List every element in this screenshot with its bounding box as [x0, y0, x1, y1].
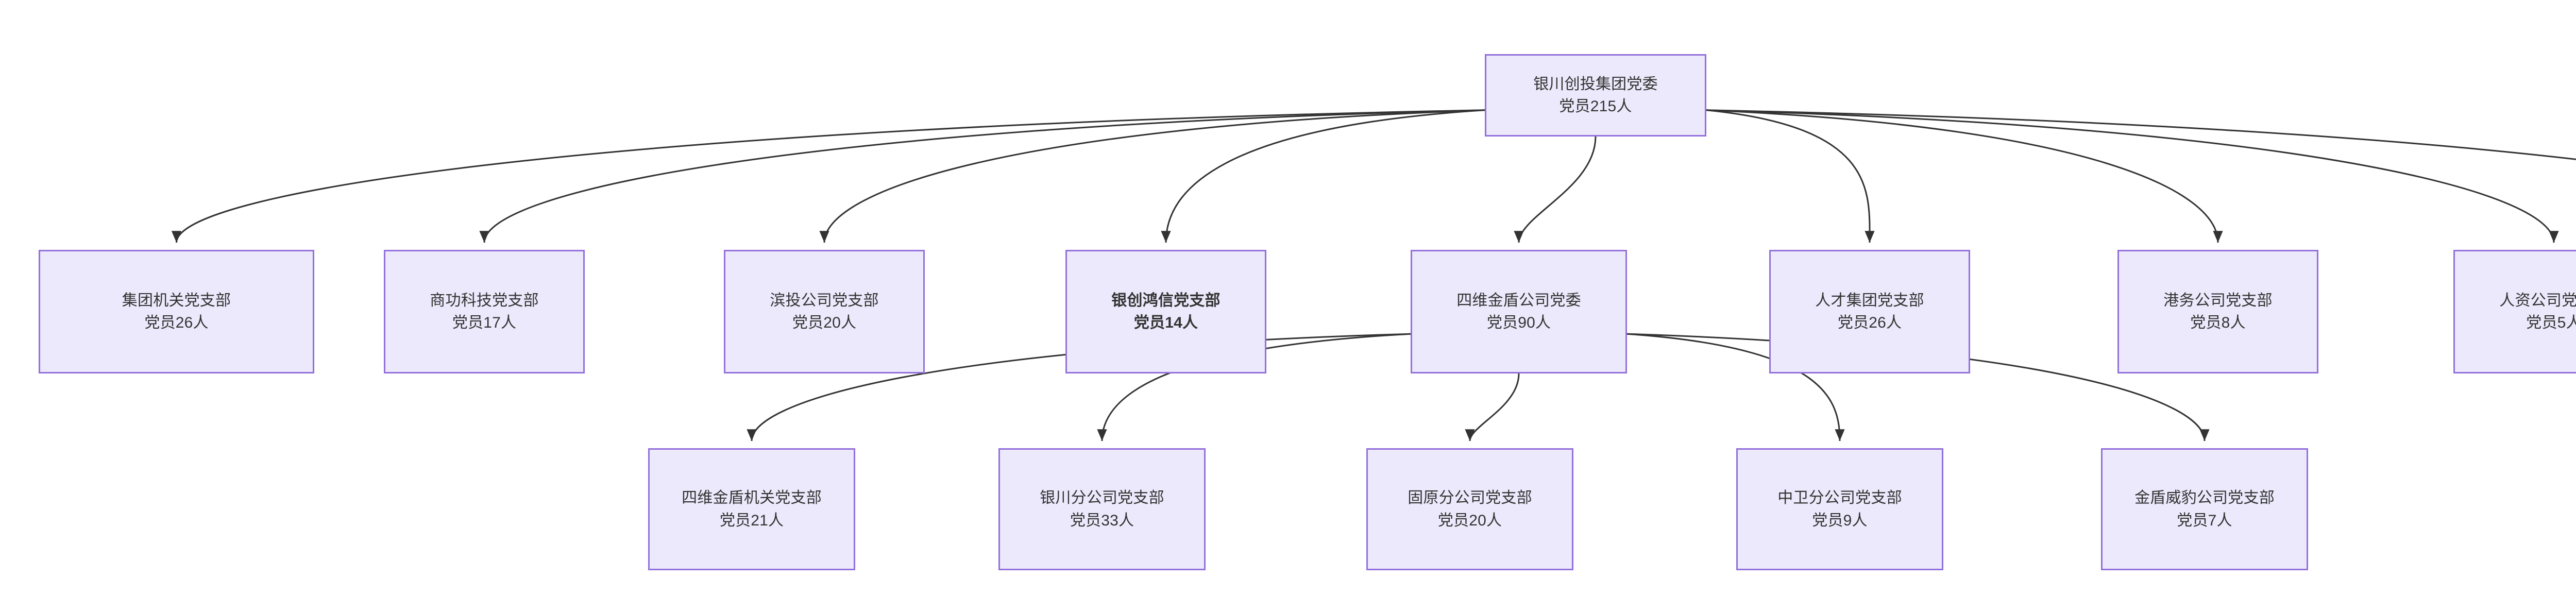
org-node-n1[interactable]: 集团机关党支部党员26人 — [39, 250, 314, 373]
org-node-m5[interactable]: 金盾威豹公司党支部党员7人 — [2101, 448, 2308, 570]
org-node-member-count: 党员14人 — [1133, 314, 1198, 331]
org-node-member-count: 党员7人 — [2177, 512, 2232, 529]
org-node-member-count: 党员215人 — [1559, 98, 1632, 115]
org-node-title: 银川分公司党支部 — [1040, 489, 1164, 506]
org-node-n3[interactable]: 滨投公司党支部党员20人 — [724, 250, 925, 373]
org-node-n2[interactable]: 商功科技党支部党员17人 — [384, 250, 585, 373]
org-node-root[interactable]: 银川创投集团党委党员215人 — [1485, 54, 1706, 137]
org-node-m3[interactable]: 固原分公司党支部党员20人 — [1366, 448, 1573, 570]
org-node-title: 滨投公司党支部 — [770, 292, 879, 309]
org-node-member-count: 党员8人 — [2190, 314, 2246, 331]
org-node-n6[interactable]: 人才集团党支部党员26人 — [1769, 250, 1970, 373]
org-node-m2[interactable]: 银川分公司党支部党员33人 — [998, 448, 1206, 570]
org-node-title: 银创鸿信党支部 — [1111, 292, 1221, 309]
org-node-member-count: 党员21人 — [719, 512, 784, 529]
org-node-title: 人资公司党支部 — [2499, 292, 2576, 309]
org-node-m1[interactable]: 四维金盾机关党支部党员21人 — [648, 448, 855, 570]
org-node-member-count: 党员9人 — [1812, 512, 1868, 529]
org-node-title: 四维金盾公司党委 — [1456, 292, 1581, 309]
org-node-member-count: 党员5人 — [2526, 314, 2576, 331]
org-node-title: 银川创投集团党委 — [1533, 75, 1658, 93]
org-node-title: 港务公司党支部 — [2163, 292, 2273, 309]
org-node-member-count: 党员17人 — [452, 314, 517, 331]
org-node-member-count: 党员26人 — [144, 314, 209, 331]
org-node-n5[interactable]: 四维金盾公司党委党员90人 — [1411, 250, 1627, 373]
org-node-member-count: 党员20人 — [1437, 512, 1502, 529]
org-node-n4[interactable]: 银创鸿信党支部党员14人 — [1065, 250, 1266, 373]
org-node-title: 固原分公司党支部 — [1408, 489, 1532, 506]
org-node-m4[interactable]: 中卫分公司党支部党员9人 — [1736, 448, 1943, 570]
org-node-title: 金盾威豹公司党支部 — [2134, 489, 2275, 506]
org-node-member-count: 党员26人 — [1837, 314, 1902, 331]
org-node-member-count: 党员90人 — [1486, 314, 1551, 331]
org-node-member-count: 党员20人 — [792, 314, 857, 331]
org-node-title: 中卫分公司党支部 — [1777, 489, 1902, 506]
org-node-n8[interactable]: 人资公司党支部党员5人 — [2453, 250, 2576, 373]
org-node-title: 人才集团党支部 — [1815, 292, 1924, 309]
org-node-member-count: 党员33人 — [1070, 512, 1134, 529]
org-node-title: 商功科技党支部 — [430, 292, 539, 309]
org-node-title: 集团机关党支部 — [122, 292, 231, 309]
org-node-n7[interactable]: 港务公司党支部党员8人 — [2117, 250, 2318, 373]
org-node-title: 四维金盾机关党支部 — [682, 489, 822, 506]
